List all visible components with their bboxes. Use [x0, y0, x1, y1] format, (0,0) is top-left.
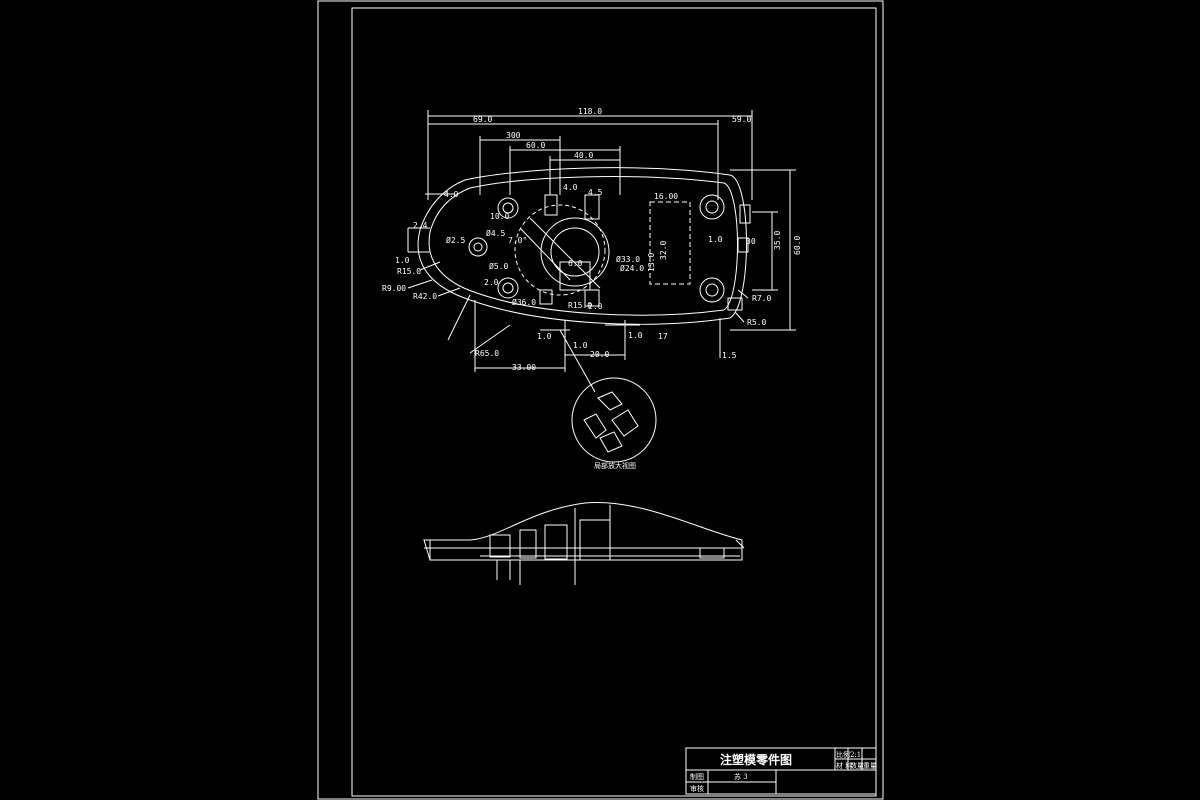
dim-2b: 2.0 [588, 302, 603, 311]
detail-caption: 局部放大视图 [594, 461, 636, 470]
dim-overall-width: 118.0 [578, 107, 602, 116]
dim-r15b: R15.0 [568, 301, 592, 310]
boss-bottom-left [497, 277, 519, 299]
dim-dia-33: Ø33.0 [616, 254, 640, 264]
dim-1-left: 1.0 [395, 256, 410, 265]
dim-69: 69.0 [473, 115, 492, 124]
top-view-inner-outline [428, 176, 738, 316]
dim-h35: 35.0 [773, 231, 782, 250]
dim-r5: R5.0 [747, 318, 766, 327]
central-circle-inner [550, 227, 600, 277]
dim-angle-7: 7.0° [508, 236, 527, 245]
dim-r42: R42.0 [413, 292, 437, 301]
outer-sheet-border [317, 0, 884, 800]
detail-circle [571, 377, 657, 463]
dim-left-4: 4.0 [444, 190, 459, 199]
dim-r9: R9.00 [382, 284, 406, 293]
dim-300: 300 [506, 131, 521, 140]
dim-dia-2-5: Ø2.5 [446, 235, 465, 245]
dim-4: 4.0 [563, 183, 578, 192]
central-circle-mid [540, 217, 610, 287]
side-view-profile [423, 501, 743, 561]
dim-2-4: 2.4 [413, 221, 428, 230]
dim-10: 10.0 [490, 212, 509, 221]
count-label: 数量 [850, 761, 864, 770]
dim-1-0c: 1.0 [628, 331, 643, 340]
hole-left [468, 237, 488, 257]
dim-20: 20.0 [590, 350, 609, 359]
dim-1-5: 1.5 [722, 351, 737, 360]
dim-16: 16.00 [654, 192, 678, 201]
top-view-outer-outline [417, 167, 747, 325]
dim-r65: R65.0 [475, 349, 499, 358]
top-view [407, 110, 796, 393]
dim-1-top: 1.0 [708, 235, 723, 244]
rect-window [649, 201, 691, 285]
dim-2: 2.0 [484, 278, 499, 287]
boss-top-left [497, 197, 519, 219]
material-label: 材 料 [836, 761, 852, 770]
dim-dia-24: Ø24.0 [620, 263, 644, 273]
dim-r7: R7.0 [752, 294, 771, 303]
scale-value: 2:1 [850, 751, 861, 759]
dim-dia-4-5: Ø4.5 [486, 228, 505, 238]
dim-dia-36: Ø36.0 [512, 297, 536, 307]
scale-label: 比例 [836, 750, 850, 759]
central-circle-outer [514, 204, 606, 296]
dim-17: 17 [658, 332, 668, 341]
dim-60: 60.0 [526, 141, 545, 150]
dim-40: 40.0 [574, 151, 593, 160]
dim-30: 30 [746, 237, 756, 246]
drawn-label: 制图 [690, 772, 704, 781]
detail-view [571, 377, 657, 463]
checked-label: 审核 [690, 784, 704, 793]
inner-drawing-border [351, 7, 877, 797]
dim-4-5: 4.5 [588, 188, 603, 197]
dim-32: 32.0 [659, 241, 668, 260]
boss-bottom-right [699, 277, 725, 303]
dim-6: 6.0 [568, 259, 583, 268]
weight-label: 重量 [863, 762, 877, 770]
dim-13: 13.0 [647, 253, 656, 272]
dim-1-bot2: 1.0 [573, 341, 588, 350]
dim-h60: 60.0 [793, 236, 802, 255]
side-view [423, 501, 745, 585]
dim-33-bottom: 33.00 [512, 363, 536, 372]
drawing-title: 注塑模零件图 [720, 752, 792, 767]
dim-dia-5: Ø5.0 [489, 261, 508, 271]
dim-59: 59.0 [732, 115, 751, 124]
drawn-value: 苏 3 [734, 772, 748, 781]
boss-top-right [699, 194, 725, 220]
dim-1-bot: 1.0 [537, 332, 552, 341]
dim-r15: R15.0 [397, 267, 421, 276]
